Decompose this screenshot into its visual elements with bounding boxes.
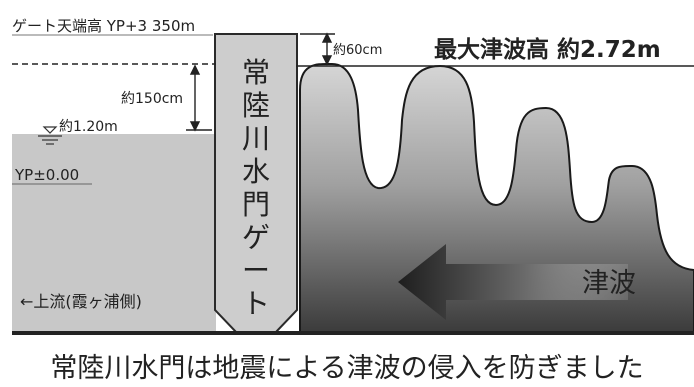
gate-name-char: 陸 xyxy=(242,89,270,122)
ground-line xyxy=(12,331,694,335)
upstream-water xyxy=(12,134,216,334)
gate-name-char: ゲ xyxy=(242,221,270,254)
gate-name-char: 常 xyxy=(242,56,270,89)
gate-name-char: 水 xyxy=(242,155,270,188)
tsunami-arrow-label: 津波 xyxy=(582,268,636,299)
caption: 常陸川水門は地震による津波の侵入を防ぎました xyxy=(50,353,643,384)
wave-peak-label: 最大津波高 約2.72m xyxy=(434,36,661,63)
gap-above-gate-label: 約60cm xyxy=(333,43,382,58)
dimension-150cm xyxy=(186,64,212,132)
gate-name-char: 門 xyxy=(242,188,270,221)
water-level-marker xyxy=(38,126,62,145)
gate-name-char: ト xyxy=(242,287,270,320)
gate-name-char: 川 xyxy=(242,122,270,155)
water-to-gate-label: 約150cm xyxy=(121,91,183,107)
normal-water-level-label: 約1.20m xyxy=(59,119,118,135)
gate-name-char: ー xyxy=(242,254,270,287)
tsunami-arrow xyxy=(398,244,628,320)
dimension-60cm xyxy=(300,32,335,66)
gate-top-label: ゲート天端高 YP+3 350m xyxy=(12,17,195,35)
gate-name: 常陸川水門ゲート xyxy=(242,56,270,320)
datum-label: YP±0.00 xyxy=(14,166,79,184)
upstream-label: ←上流(霞ヶ浦側) xyxy=(20,292,142,311)
